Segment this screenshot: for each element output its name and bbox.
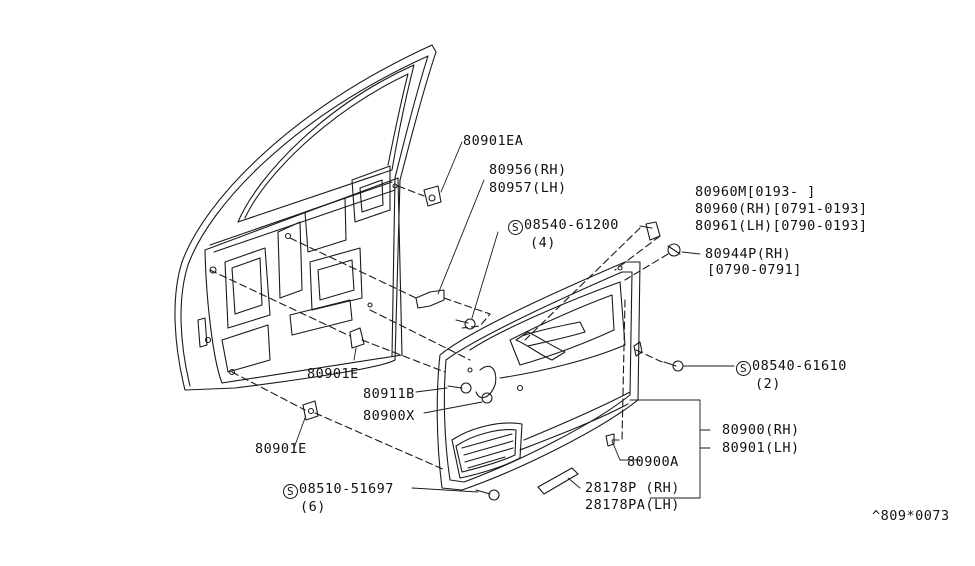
part-label-80901e-upper: 80901E (307, 366, 359, 382)
clips-and-screws (302, 185, 684, 501)
part-label-80911b: 80911B (363, 386, 415, 402)
part-label-28178p-rh: 28178P (RH) (585, 480, 680, 496)
part-label-80900x: 80900X (363, 408, 415, 424)
part-label-80900a: 80900A (627, 454, 679, 470)
assembly-lines (209, 185, 669, 471)
part-label-80960m: 80960M[0193- ] (695, 184, 816, 200)
standard-part-s-icon: S (283, 484, 298, 499)
part-label-80944p-range: [0790-0791] (707, 262, 802, 278)
part-label-80901e-lower: 80901E (255, 441, 307, 457)
quantity-label-6: (6) (300, 499, 326, 515)
standard-part-s-icon: S (736, 361, 751, 376)
leader-lines (293, 141, 735, 499)
part-label-80901ea: 80901EA (463, 133, 524, 149)
diagram-code: ^809*0073 (872, 508, 950, 524)
standard-part-s-icon: S (508, 220, 523, 235)
part-label-80961-lh: 80961(LH)[0790-0193] (695, 218, 868, 234)
screw-number: 08540-61610 (752, 358, 847, 374)
door-trim-panel (436, 261, 643, 491)
part-label-80944p-rh: 80944P(RH) (705, 246, 792, 262)
part-label-80957-lh: 80957(LH) (489, 180, 567, 196)
quantity-label-4: (4) (530, 235, 556, 251)
part-label-80900-rh: 80900(RH) (722, 422, 800, 438)
quantity-label-2: (2) (755, 376, 781, 392)
screw-number: 08540-61200 (524, 217, 619, 233)
part-label-28178pa-lh: 28178PA(LH) (585, 497, 680, 513)
part-label-80956-rh: 80956(RH) (489, 162, 567, 178)
door-shell (174, 44, 437, 391)
screw-number: 08510-51697 (299, 481, 394, 497)
part-label-80960-rh: 80960(RH)[0791-0193] (695, 201, 868, 217)
part-label-80901-lh: 80901(LH) (722, 440, 800, 456)
